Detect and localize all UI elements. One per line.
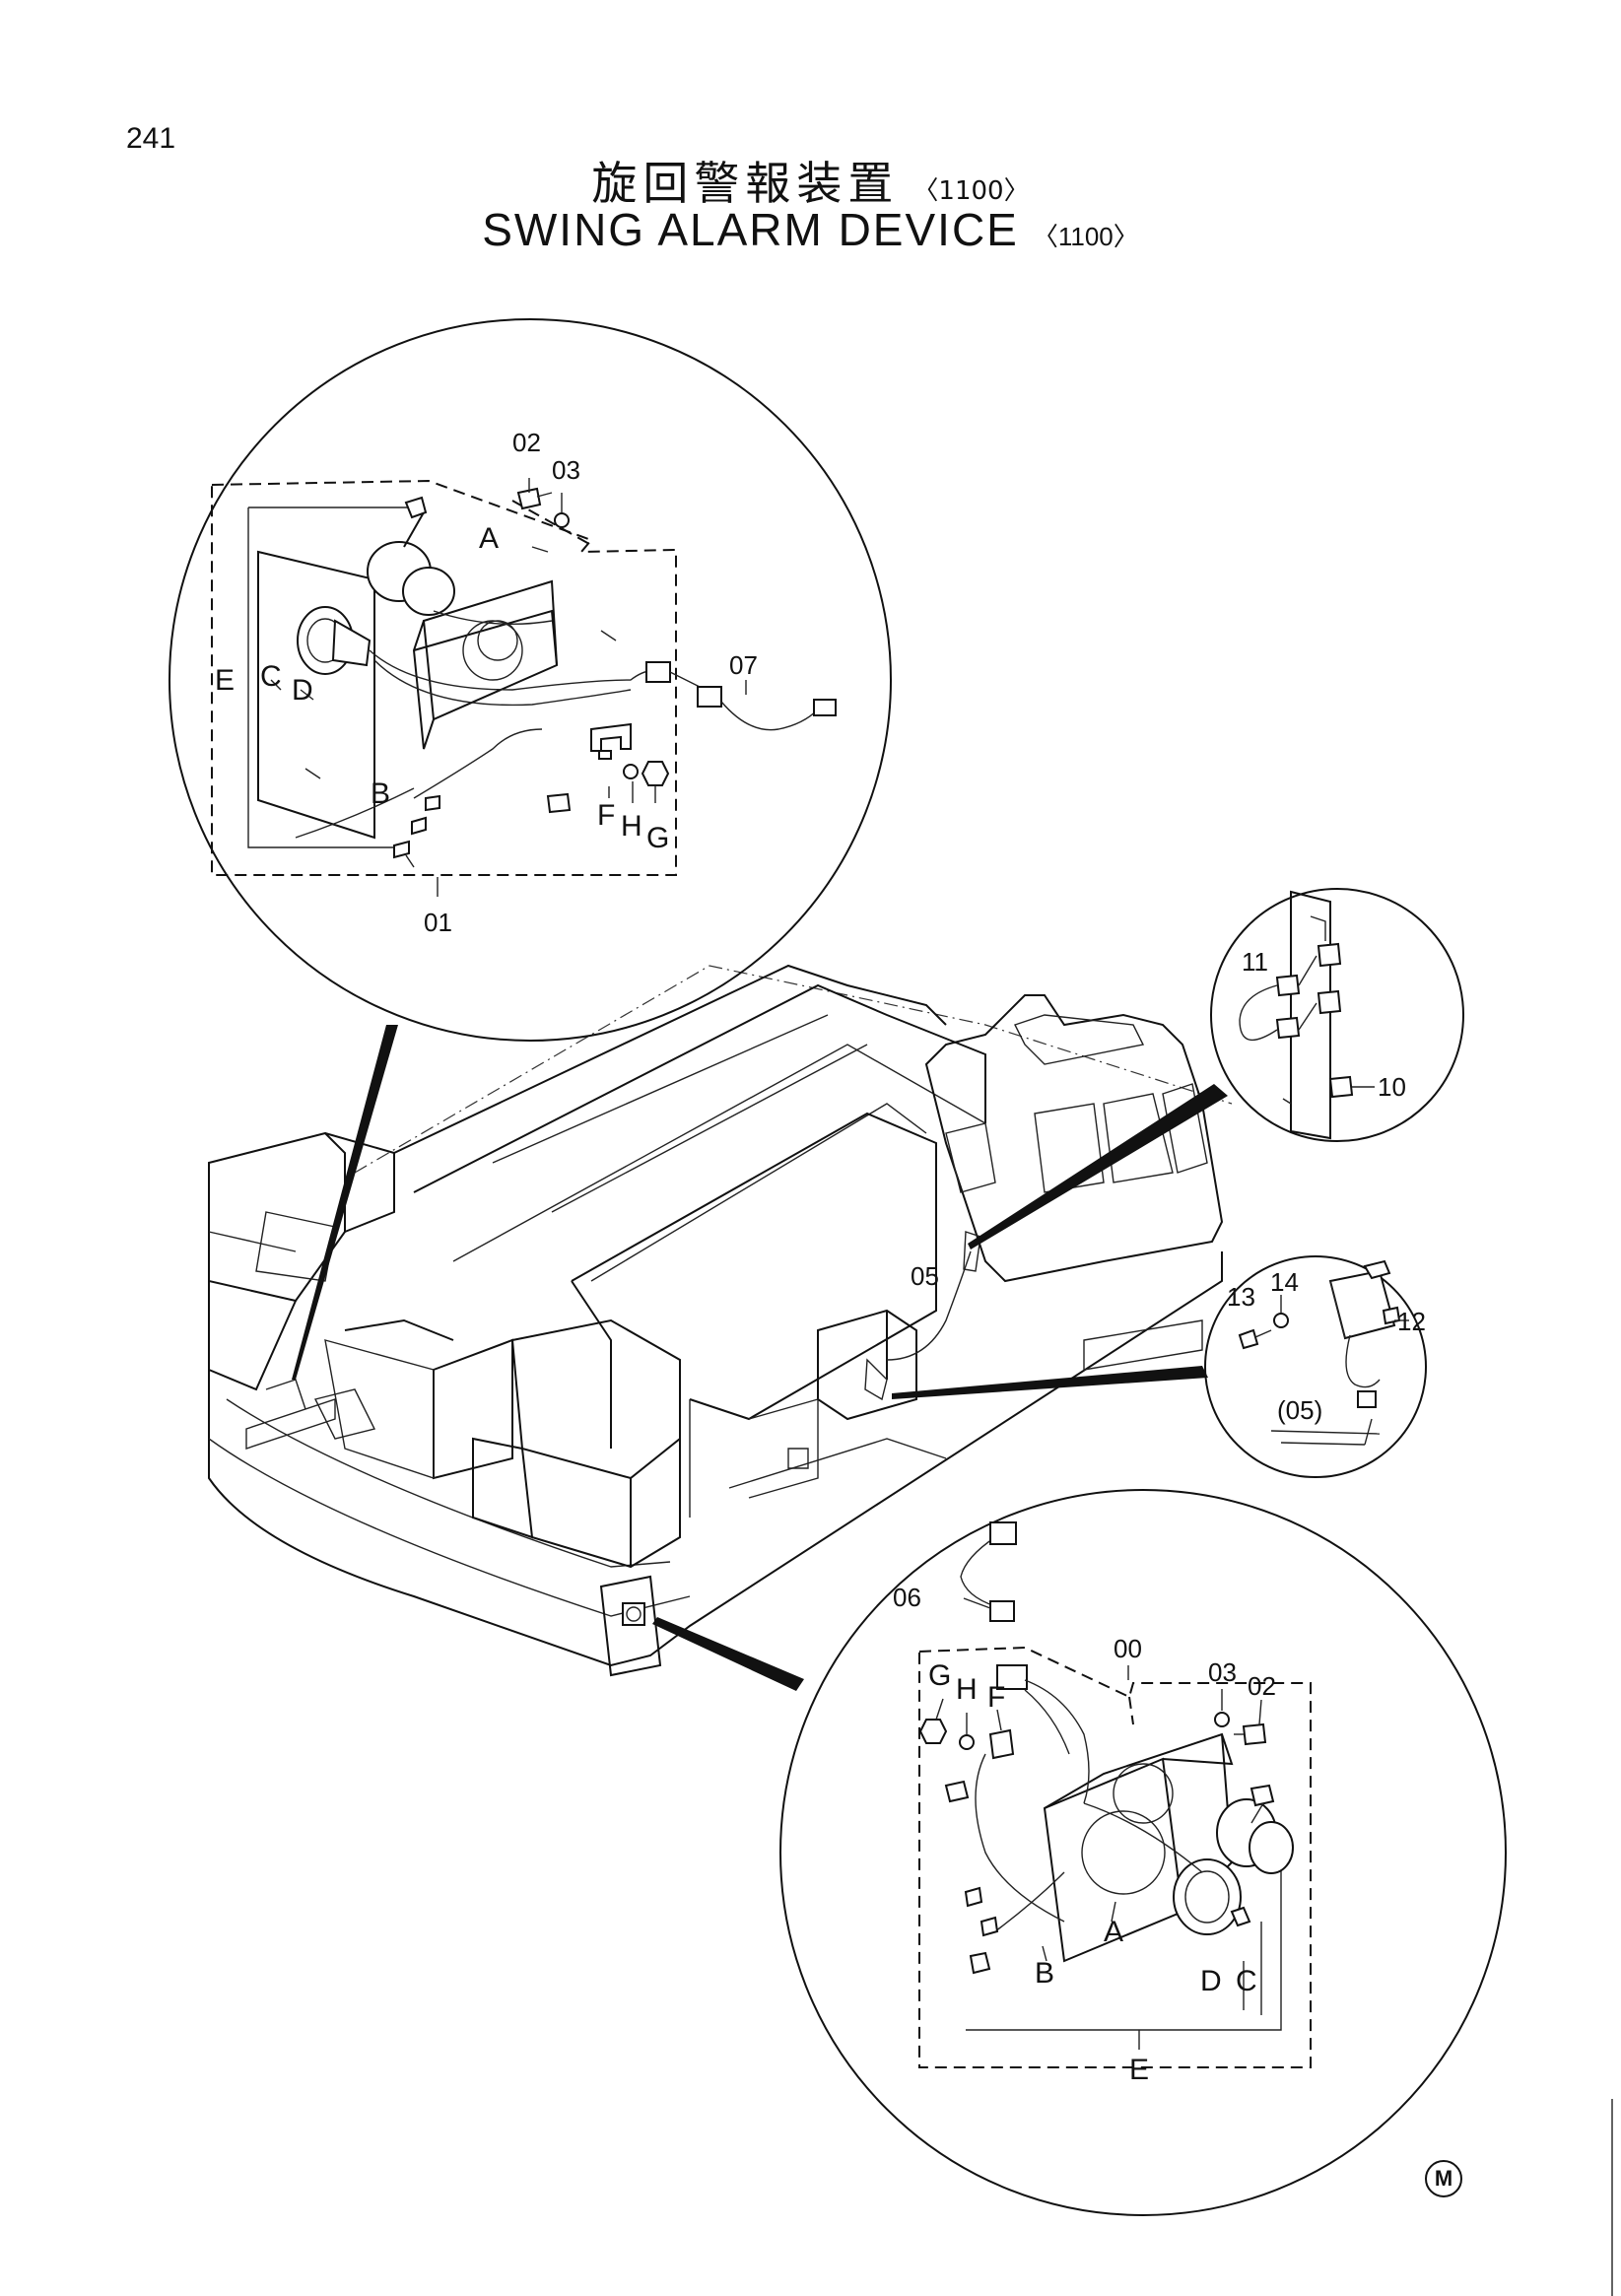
machine-body	[208, 964, 1233, 1677]
labels-bottom: 06 00 03 02 G H F A B D C E	[893, 1583, 1276, 2086]
label-top-01: 01	[424, 908, 452, 937]
label-bottom-G: G	[928, 1659, 951, 1692]
label-bottom-06: 06	[893, 1583, 921, 1612]
label-right-05-ref: (05)	[1277, 1395, 1322, 1425]
detail-right-upper	[1210, 888, 1464, 1142]
leader-wedges	[292, 1025, 1228, 1691]
label-bottom-D: D	[1200, 1965, 1222, 1997]
label-top-F: F	[597, 799, 615, 832]
labels-right: 11 10 14 13 12 (05) 05	[911, 947, 1426, 1425]
label-right-14: 14	[1270, 1267, 1299, 1297]
label-bottom-02: 02	[1248, 1671, 1276, 1701]
label-top-H: H	[621, 810, 642, 843]
label-right-12: 12	[1397, 1307, 1426, 1336]
detail-bottom	[779, 1489, 1507, 2216]
detail-top	[169, 318, 892, 1042]
label-right-10: 10	[1378, 1072, 1406, 1102]
page-number: 241	[126, 122, 176, 155]
title-english-text: SWING ALARM DEVICE	[482, 204, 1019, 255]
label-top-E: E	[215, 664, 235, 697]
title-english-code: 〈1100〉	[1032, 222, 1139, 251]
label-top-D: D	[292, 674, 313, 707]
label-bottom-03: 03	[1208, 1657, 1237, 1687]
labels-top: 02 03 A 07 E C D B F H G 01	[215, 428, 758, 937]
label-bottom-B: B	[1035, 1957, 1054, 1990]
label-bottom-00: 00	[1114, 1634, 1142, 1663]
title-japanese: 旋回警報装置〈1100〉	[0, 148, 1621, 213]
label-bottom-F: F	[987, 1681, 1005, 1714]
label-top-G: G	[646, 822, 669, 854]
label-top-02: 02	[512, 428, 541, 457]
detail-right-lower	[1204, 1255, 1427, 1478]
label-top-C: C	[260, 660, 282, 693]
label-top-03: 03	[552, 455, 580, 485]
label-right-11: 11	[1242, 947, 1268, 977]
label-bottom-H: H	[956, 1673, 978, 1706]
label-right-13: 13	[1227, 1282, 1255, 1312]
label-bottom-C: C	[1236, 1965, 1257, 1997]
label-top-A: A	[479, 522, 499, 555]
label-top-07: 07	[729, 650, 758, 680]
title-japanese-code: 〈1100〉	[912, 176, 1030, 206]
label-bottom-A: A	[1104, 1916, 1123, 1948]
label-bottom-E: E	[1129, 2054, 1149, 2086]
label-top-B: B	[371, 777, 390, 810]
footer-mark: M	[1425, 2160, 1462, 2197]
title-english: SWING ALARM DEVICE 〈1100〉	[0, 203, 1621, 256]
label-main-05: 05	[911, 1261, 939, 1291]
title-japanese-text: 旋回警報装置	[591, 157, 900, 210]
